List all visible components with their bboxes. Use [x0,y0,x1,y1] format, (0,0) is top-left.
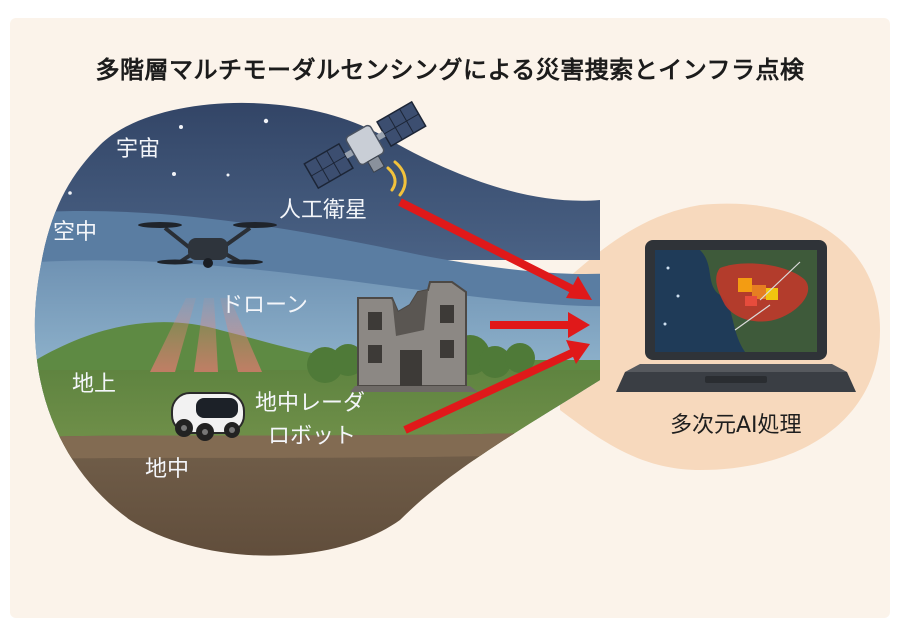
device-label-drone: ドローン [221,293,308,318]
soil-band [34,430,600,460]
processing-label: 多次元AI処理 [670,413,802,438]
laptop-icon [616,240,856,392]
drone-radar-beams [150,298,262,372]
arrow-robot-to-ai [403,340,590,434]
layer-label-space: 宇宙 [116,137,161,162]
damaged-building-icon [350,281,478,392]
gpr-robot-icon [171,392,245,441]
layer-label-ground: 地上 [72,372,117,397]
arrow-satellite-to-ai [398,198,592,300]
arrow-building-to-ai [490,312,590,338]
arrows [398,198,592,434]
layer-label-underground: 地中 [145,457,190,482]
satellite-icon [303,100,427,190]
page-title: 多階層マルチモーダルセンシングによる災害捜索とインフラ点検 [95,56,805,84]
stars [68,118,269,195]
device-label-gpr-line1: 地中レーダ [255,391,366,416]
device-label-gpr-line2: ロボット [268,424,357,449]
drone-icon [138,222,277,268]
device-label-satellite: 人工衛星 [279,198,368,223]
layer-label-air: 空中 [53,220,98,245]
satellite-signal-icon [386,160,407,197]
